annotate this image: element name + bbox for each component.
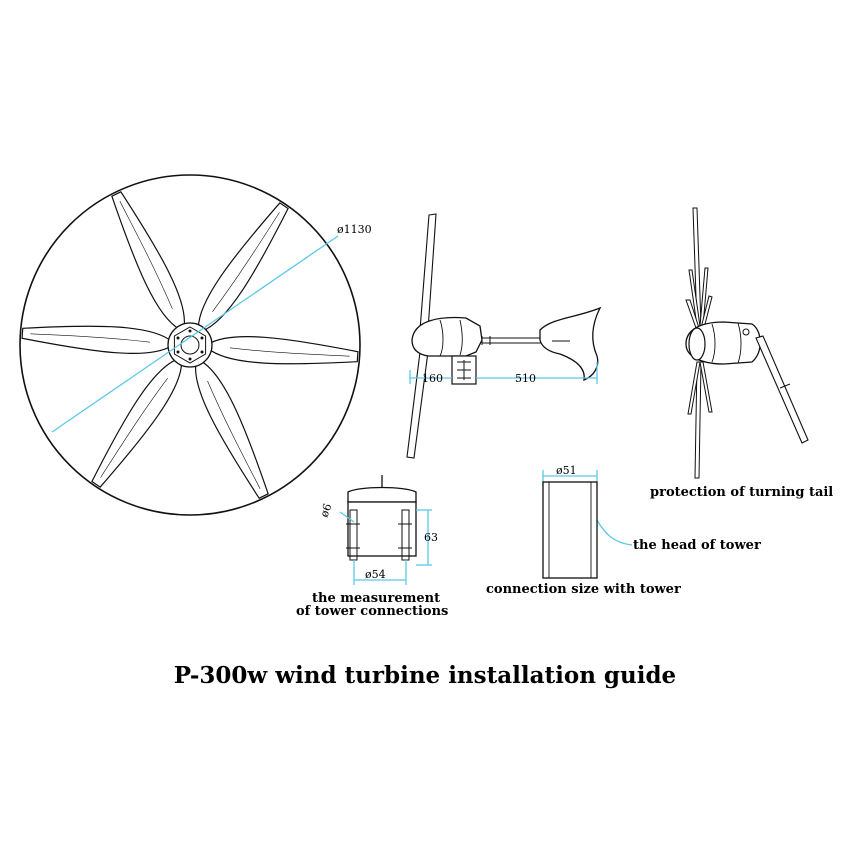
rotor-blade-4 [21, 325, 173, 355]
tower-connection-detail: ø6 63 ø54 the measurement of tower conne… [296, 475, 448, 619]
rotor-blade-5 [111, 191, 186, 331]
rotor-blade-rib [212, 212, 280, 313]
dim-tail-label: 510 [515, 372, 536, 385]
rotor-blade-2 [194, 359, 269, 499]
side-tail-boom [481, 336, 547, 345]
rear-blades-lower [687, 361, 713, 479]
rotor-blade-3 [91, 358, 183, 488]
rotor-blade-rib [229, 347, 350, 357]
tower-head-detail: ø51 the head of tower connection size wi… [486, 464, 761, 597]
diameter-label: ø1130 [337, 223, 372, 236]
rotor-sweep-circle [19, 174, 361, 516]
rotor-hub-hexagon [173, 326, 207, 364]
side-tail-fin [539, 306, 602, 382]
connection-width-label: ø54 [365, 568, 386, 581]
tower-head-diameter-label: ø51 [556, 464, 577, 477]
rotor-front-view: ø1130 [19, 174, 372, 516]
connection-dimension-lines [339, 509, 432, 585]
connection-body [347, 501, 417, 557]
rotor-blade-rib [100, 377, 168, 478]
rotor-blades [21, 191, 359, 499]
connection-caption-line1: the measurement [312, 591, 440, 606]
rotor-blade-rib [207, 380, 261, 489]
tower-head-pointer-label: the head of tower [633, 538, 761, 553]
rotor-hub-center [180, 335, 200, 355]
rear-tail-boom [755, 335, 809, 444]
rear-blades-upper [685, 207, 713, 329]
connection-caption-line2: of tower connections [296, 604, 448, 619]
rotor-blade-6 [197, 202, 289, 332]
page-title: P-300w wind turbine installation guide [173, 662, 677, 689]
side-blade-lower [406, 351, 429, 459]
hole-diameter-label: ø6 [318, 502, 335, 519]
connection-cap [347, 486, 417, 503]
rear-hub [688, 327, 706, 361]
diameter-dimension-line [51, 235, 339, 433]
side-blade-upper [419, 213, 437, 331]
tower-head-caption: connection size with tower [486, 582, 681, 597]
dim-front-label: 160 [422, 372, 443, 385]
rotor-blade-rib [30, 333, 151, 343]
rotor-blade-1 [207, 335, 359, 365]
side-dimension-lines [409, 362, 598, 384]
rotor-blade-rib [119, 201, 173, 310]
turbine-side-view: 160 510 [406, 213, 602, 459]
side-nacelle [411, 316, 483, 357]
rear-view-caption: protection of turning tail [650, 485, 833, 500]
rotor-hub-outer [167, 322, 213, 368]
connection-height-label: 63 [424, 531, 438, 544]
tower-head-tube [542, 481, 598, 579]
turbine-rear-view: protection of turning tail [650, 207, 833, 500]
hub-bolt-holes [176, 329, 204, 361]
